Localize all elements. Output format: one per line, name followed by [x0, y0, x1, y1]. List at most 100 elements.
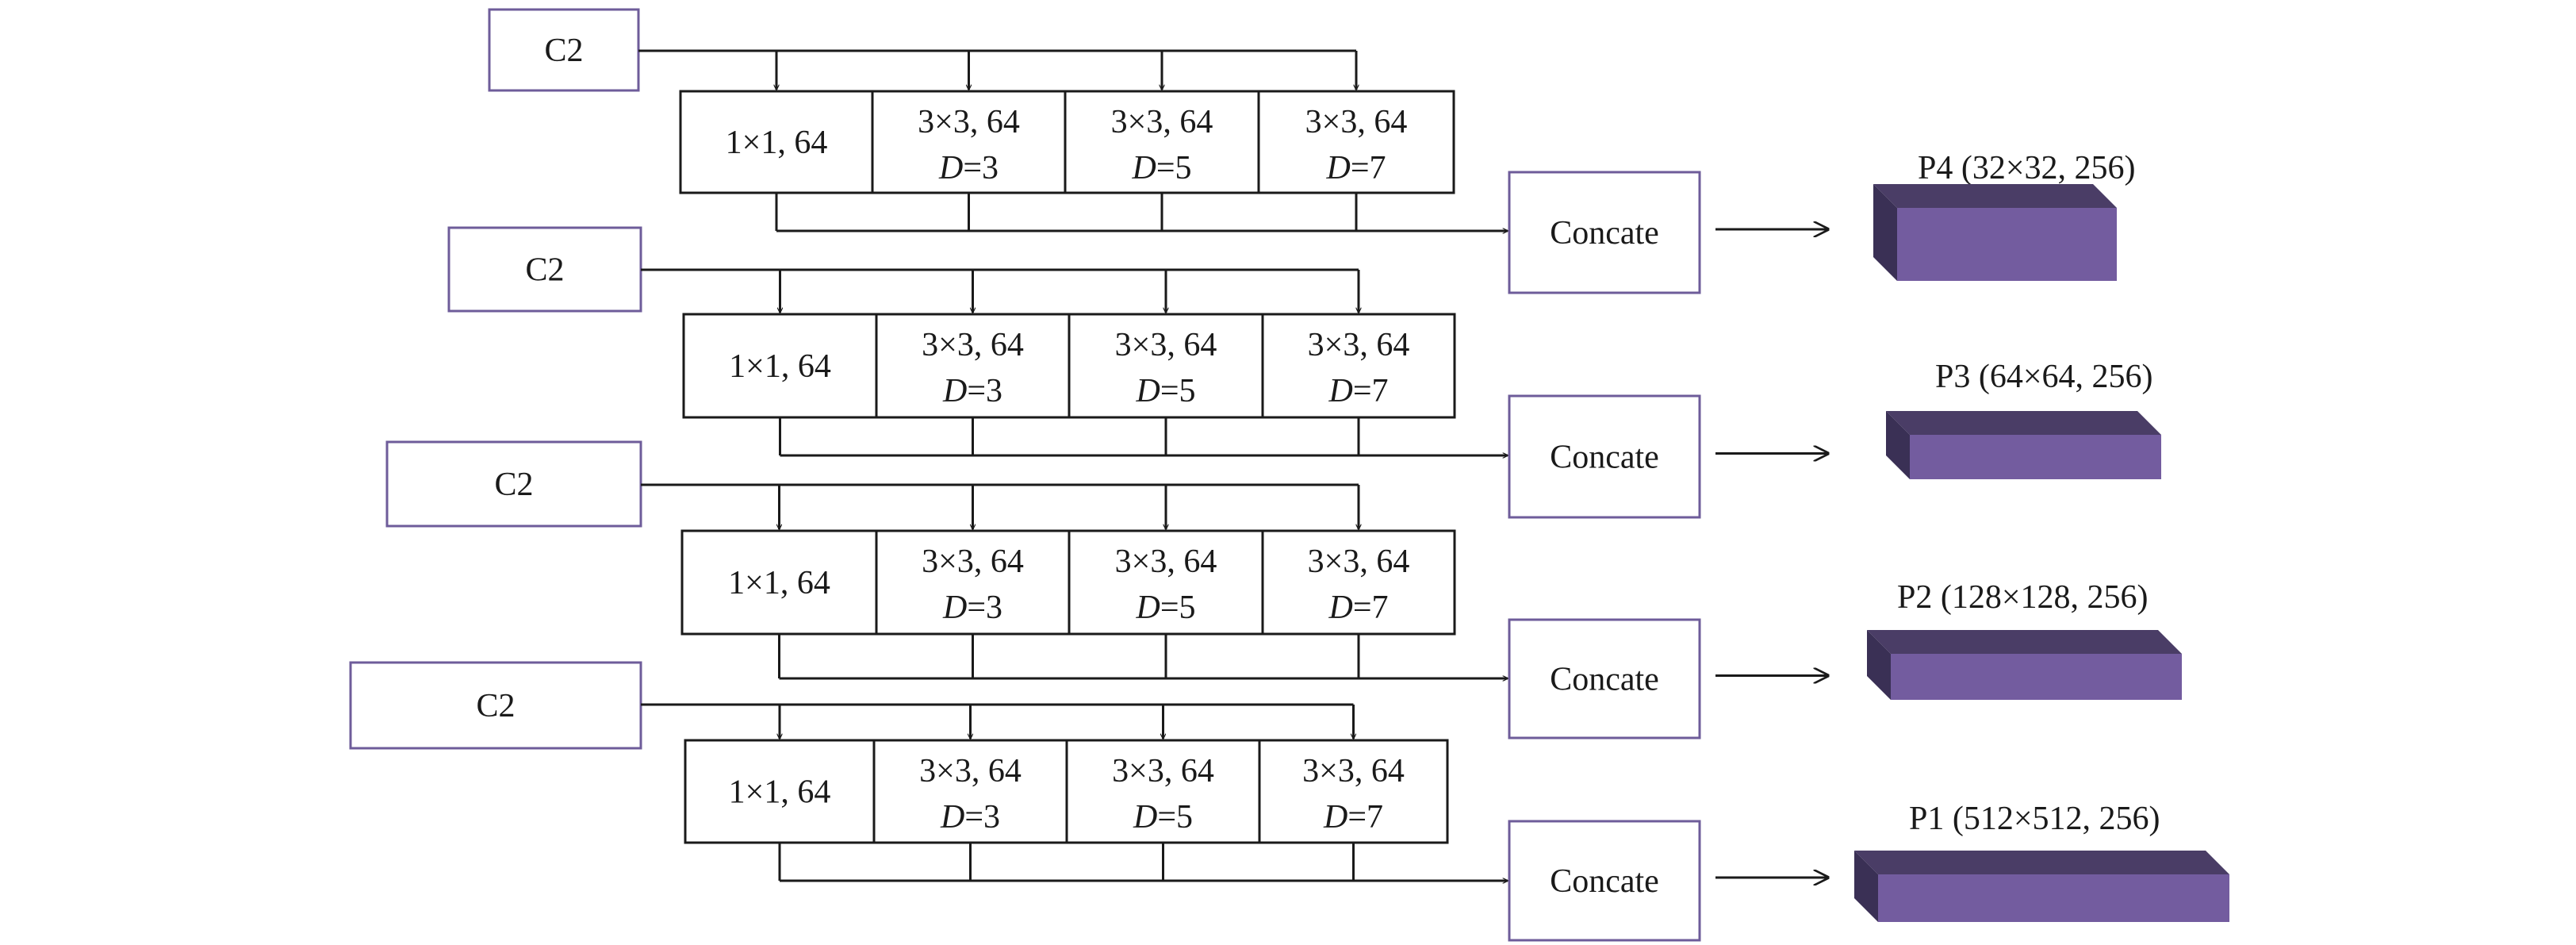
conv-dilation-label: D=7 — [1328, 590, 1388, 626]
concat-box — [1508, 618, 1701, 739]
conv-dilation-label: D=3 — [940, 799, 1000, 836]
input-box — [488, 8, 640, 92]
feature-map-top-face — [1886, 411, 2161, 435]
conv-cell-4: 3×3, 64 D=7 — [1302, 753, 1405, 836]
feature-map-top-face — [1873, 184, 2117, 208]
conv-dilation-label: D=3 — [938, 150, 999, 186]
conv-kernel-label: 3×3, 64 — [1305, 104, 1408, 140]
conv-kernel-label: 3×3, 64 — [1302, 753, 1405, 789]
concat-label: Concate — [1550, 215, 1659, 252]
conv-cell-3: 3×3, 64 D=5 — [1115, 544, 1217, 626]
conv-cell-2: 3×3, 64 D=3 — [922, 544, 1024, 626]
conv-cell-2: 3×3, 64 D=3 — [918, 104, 1020, 186]
dilation-value: =3 — [963, 150, 999, 186]
conv-kernel-label: 1×1, 64 — [728, 565, 830, 601]
dilation-value: =7 — [1351, 150, 1386, 186]
dilation-value: =5 — [1157, 799, 1193, 836]
dilation-value: =5 — [1160, 373, 1196, 409]
stage-2: C21×1, 643×3, 64D=33×3, 64D=53×3, 64D=7C… — [447, 226, 2161, 519]
concat-box — [1508, 820, 1701, 942]
feature-map-front-face — [1891, 654, 2182, 700]
feature-map-top-face — [1854, 851, 2229, 874]
concat-label: Concate — [1550, 863, 1659, 900]
conv-cell-4: 3×3, 64 D=7 — [1308, 327, 1410, 409]
conv-dilation-label: D=7 — [1328, 373, 1388, 409]
conv-block: 1×1, 643×3, 64D=33×3, 64D=53×3, 64D=7 — [680, 529, 1456, 636]
conv-kernel-label: 3×3, 64 — [1115, 327, 1217, 363]
conv-dilation-label: D=7 — [1325, 150, 1386, 186]
conv-kernel-label: 3×3, 64 — [922, 327, 1024, 363]
conv-kernel-label: 3×3, 64 — [918, 104, 1020, 140]
conv-dilation-label: D=7 — [1323, 799, 1383, 836]
dilation-variable: D — [1328, 590, 1352, 626]
conv-block: 1×1, 643×3, 64D=33×3, 64D=53×3, 64D=7 — [682, 313, 1456, 419]
conv-dilation-label: D=3 — [942, 373, 1002, 409]
conv-kernel-label: 3×3, 64 — [919, 753, 1022, 789]
dilation-variable: D — [1135, 590, 1160, 626]
feature-map-top-face — [1867, 630, 2182, 654]
conv-cell-2: 3×3, 64 D=3 — [922, 327, 1024, 409]
conv-cell-4: 3×3, 64 D=7 — [1305, 104, 1408, 186]
dilation-variable: D — [1323, 799, 1347, 836]
dilation-variable: D — [942, 590, 967, 626]
feature-map-block — [1873, 184, 2117, 281]
conv-dilation-label: D=5 — [1135, 590, 1195, 626]
concat-label: Concate — [1550, 662, 1659, 698]
dilation-variable: D — [1133, 799, 1157, 836]
input-label: C2 — [476, 688, 515, 724]
conv-kernel-label: 1×1, 64 — [729, 774, 831, 811]
feature-map-side-face — [1867, 630, 1891, 700]
input-label: C2 — [494, 467, 533, 503]
conv-kernel-label: 3×3, 64 — [1308, 544, 1410, 580]
conv-cell-4: 3×3, 64 D=7 — [1308, 544, 1410, 626]
conv-dilation-label: D=5 — [1135, 373, 1195, 409]
dilation-variable: D — [940, 799, 964, 836]
dilation-value: =3 — [967, 373, 1002, 409]
conv-dilation-label: D=5 — [1133, 799, 1193, 836]
conv-kernel-label: 1×1, 64 — [726, 125, 828, 161]
conv-dilation-label: D=3 — [942, 590, 1002, 626]
dilation-value: =7 — [1347, 799, 1383, 836]
output-label: P1 (512×512, 256) — [1909, 801, 2160, 837]
conv-kernel-label: 3×3, 64 — [922, 544, 1024, 580]
conv-kernel-label: 3×3, 64 — [1112, 753, 1214, 789]
feature-map-block — [1886, 411, 2161, 479]
dilation-value: =3 — [967, 590, 1002, 626]
dilation-value: =5 — [1156, 150, 1192, 186]
conv-cell-1: 1×1, 64 — [729, 774, 831, 811]
feature-map-side-face — [1854, 851, 1878, 922]
feature-map-front-face — [1897, 208, 2117, 281]
input-label: C2 — [525, 252, 564, 289]
conv-cell-3: 3×3, 64 D=5 — [1115, 327, 1217, 409]
conv-cell-2: 3×3, 64 D=3 — [919, 753, 1022, 836]
feature-map-side-face — [1873, 184, 1897, 281]
conv-cell-1: 1×1, 64 — [726, 125, 828, 161]
conv-cell-3: 3×3, 64 D=5 — [1112, 753, 1214, 836]
output-label: P4 (32×32, 256) — [1918, 150, 2136, 186]
conv-block: 1×1, 643×3, 64D=33×3, 64D=53×3, 64D=7 — [679, 90, 1455, 194]
dilation-variable: D — [1135, 373, 1160, 409]
conv-kernel-label: 3×3, 64 — [1308, 327, 1410, 363]
concat-box — [1508, 171, 1701, 294]
dilation-variable: D — [938, 150, 963, 186]
conv-kernel-label: 3×3, 64 — [1111, 104, 1213, 140]
dilation-value: =7 — [1353, 590, 1389, 626]
input-box — [385, 440, 642, 528]
concat-box — [1508, 394, 1701, 519]
dilation-variable: D — [1325, 150, 1350, 186]
conv-kernel-label: 3×3, 64 — [1115, 544, 1217, 580]
concat-label: Concate — [1550, 440, 1659, 476]
stage-3: C21×1, 643×3, 64D=33×3, 64D=53×3, 64D=7C… — [385, 440, 2182, 739]
conv-kernel-label: 1×1, 64 — [729, 348, 831, 385]
dilation-variable: D — [1131, 150, 1156, 186]
conv-block: 1×1, 643×3, 64D=33×3, 64D=53×3, 64D=7 — [684, 739, 1449, 844]
dilation-variable: D — [1328, 373, 1352, 409]
feature-map-front-face — [1878, 874, 2229, 922]
feature-map-side-face — [1886, 411, 1910, 479]
stage-1: C21×1, 643×3, 64D=33×3, 64D=53×3, 64D=7C… — [488, 8, 2136, 294]
conv-block-border — [679, 90, 1455, 194]
output-label: P3 (64×64, 256) — [1935, 359, 2153, 395]
conv-cell-1: 1×1, 64 — [728, 565, 830, 601]
conv-cell-3: 3×3, 64 D=5 — [1111, 104, 1213, 186]
feature-map-front-face — [1910, 435, 2161, 479]
